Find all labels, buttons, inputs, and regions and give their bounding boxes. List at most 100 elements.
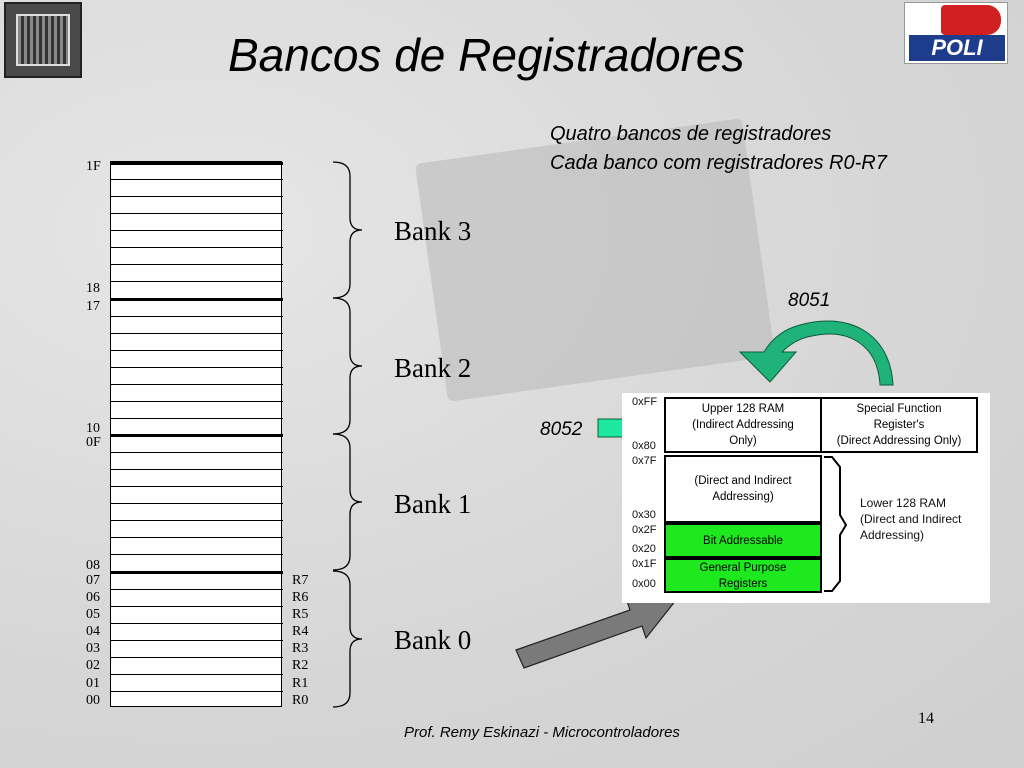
arrow-8051-icon xyxy=(738,320,894,386)
addr-00: 00 xyxy=(86,693,100,708)
register-row-line xyxy=(111,179,283,181)
upper-128-ram-box: Upper 128 RAM (Indirect Addressing Only) xyxy=(664,397,822,453)
addr-07: 07 xyxy=(86,573,100,588)
brace-bank-0 xyxy=(332,570,363,708)
register-row-line xyxy=(111,264,283,266)
diag-addr-0x1F: 0x1F xyxy=(632,558,657,570)
bit-addressable-box: Bit Addressable xyxy=(664,523,822,558)
direct-indirect-line-1: (Direct and Indirect xyxy=(694,475,792,487)
bank-separator-line xyxy=(111,570,283,574)
bank-0-label: Bank 0 xyxy=(394,625,472,655)
upper-ram-line-3: Only) xyxy=(729,435,757,447)
register-row-line xyxy=(111,213,283,215)
label-8051: 8051 xyxy=(788,290,831,311)
reg-label-R7: R7 xyxy=(292,573,309,588)
sfr-line-3: (Direct Addressing Only) xyxy=(836,435,962,447)
diag-addr-0x20: 0x20 xyxy=(632,543,656,555)
register-row-line xyxy=(111,332,283,334)
register-row-line xyxy=(111,520,283,522)
register-row-line xyxy=(111,400,283,402)
reg-label-R3: R3 xyxy=(292,641,309,656)
brace-bank-1 xyxy=(332,433,363,571)
bank-2-label: Bank 2 xyxy=(394,353,472,383)
slide-title: Bancos de Registradores xyxy=(228,29,745,81)
register-row-line xyxy=(111,315,283,317)
addr-1F: 1F xyxy=(86,159,101,174)
reg-label-R0: R0 xyxy=(292,693,309,708)
addr-01: 01 xyxy=(86,676,100,691)
register-row-line xyxy=(111,247,283,249)
gpr-line-1: General Purpose xyxy=(699,561,787,574)
bank-1-label: Bank 1 xyxy=(394,489,472,519)
chip-logo xyxy=(4,2,82,78)
register-row-line xyxy=(111,673,283,675)
poli-logo: POLI xyxy=(904,2,1008,64)
addr-05: 05 xyxy=(86,607,100,622)
register-row-line xyxy=(111,366,283,368)
desc-line-1: Quatro bancos de registradores xyxy=(550,123,832,145)
register-row-line xyxy=(111,230,283,232)
register-row-line xyxy=(111,349,283,351)
register-row-line xyxy=(111,452,283,454)
addr-06: 06 xyxy=(86,590,100,605)
diag-addr-0x80: 0x80 xyxy=(632,440,656,452)
lower-ram-brace xyxy=(824,456,848,592)
register-row-line xyxy=(111,469,283,471)
reg-label-R5: R5 xyxy=(292,607,309,622)
diag-addr-0x30: 0x30 xyxy=(632,509,656,521)
memory-top-line xyxy=(111,162,283,165)
general-purpose-registers-box: General Purpose Registers xyxy=(664,558,822,593)
bank-separator-line xyxy=(111,297,283,301)
register-row-line xyxy=(111,639,283,641)
register-row-line xyxy=(111,417,283,419)
register-row-line xyxy=(111,281,283,283)
slide-footer: Prof. Remy Eskinazi - Microcontroladores xyxy=(404,724,680,741)
register-row-line xyxy=(111,588,283,590)
reg-label-R1: R1 xyxy=(292,676,309,691)
desc-line-2: Cada banco com registradores R0-R7 xyxy=(550,152,887,174)
arrow-bank0-icon xyxy=(515,597,678,669)
memory-map-diagram: 0xFF 0x80 0x7F 0x30 0x2F 0x20 0x1F 0x00 … xyxy=(622,393,990,603)
lower-ram-line-3: Addressing) xyxy=(860,528,925,542)
lower-ram-line-1: Lower 128 RAM xyxy=(860,496,947,510)
poli-logo-text: POLI xyxy=(909,35,1005,61)
gpr-line-2: Registers xyxy=(718,577,768,590)
register-row-line xyxy=(111,537,283,539)
addr-17: 17 xyxy=(86,299,100,314)
sfr-line-1: Special Function xyxy=(856,403,942,415)
register-row-line xyxy=(111,503,283,505)
reg-label-R4: R4 xyxy=(292,624,309,639)
reg-label-R2: R2 xyxy=(292,658,309,673)
lower-128-ram-label: Lower 128 RAM (Direct and Indirect Addre… xyxy=(860,495,961,543)
upper-ram-line-2: (Indirect Addressing xyxy=(692,419,794,431)
addr-08: 08 xyxy=(86,558,100,573)
register-row-line xyxy=(111,486,283,488)
direct-indirect-box: (Direct and Indirect Addressing) xyxy=(664,455,822,523)
bank-3-label: Bank 3 xyxy=(394,216,472,246)
bank-separator-line xyxy=(111,434,283,437)
register-row-line xyxy=(111,196,283,198)
slide-description: Quatro bancos de registradores Cada banc… xyxy=(550,120,887,178)
upper-ram-line-1: Upper 128 RAM xyxy=(701,403,785,415)
register-row-line xyxy=(111,622,283,624)
diag-addr-0x7F: 0x7F xyxy=(632,455,657,467)
addr-0F: 0F xyxy=(86,435,101,450)
bit-addressable-label: Bit Addressable xyxy=(703,534,783,547)
label-8052: 8052 xyxy=(540,419,583,440)
addr-02: 02 xyxy=(86,658,100,673)
lower-ram-line-2: (Direct and Indirect xyxy=(860,512,962,526)
diag-addr-0x00: 0x00 xyxy=(632,578,656,590)
brace-bank-3 xyxy=(332,161,363,299)
register-memory-column xyxy=(110,161,283,707)
register-row-line xyxy=(111,690,283,692)
addr-03: 03 xyxy=(86,641,100,656)
diag-addr-0x2F: 0x2F xyxy=(632,524,657,536)
register-row-line xyxy=(111,554,283,556)
sfr-line-2: Register's xyxy=(873,419,925,431)
register-row-line xyxy=(111,383,283,385)
page-number: 14 xyxy=(918,710,934,727)
reg-label-R6: R6 xyxy=(292,590,309,605)
brace-bank-2 xyxy=(332,297,363,435)
addr-18: 18 xyxy=(86,281,100,296)
